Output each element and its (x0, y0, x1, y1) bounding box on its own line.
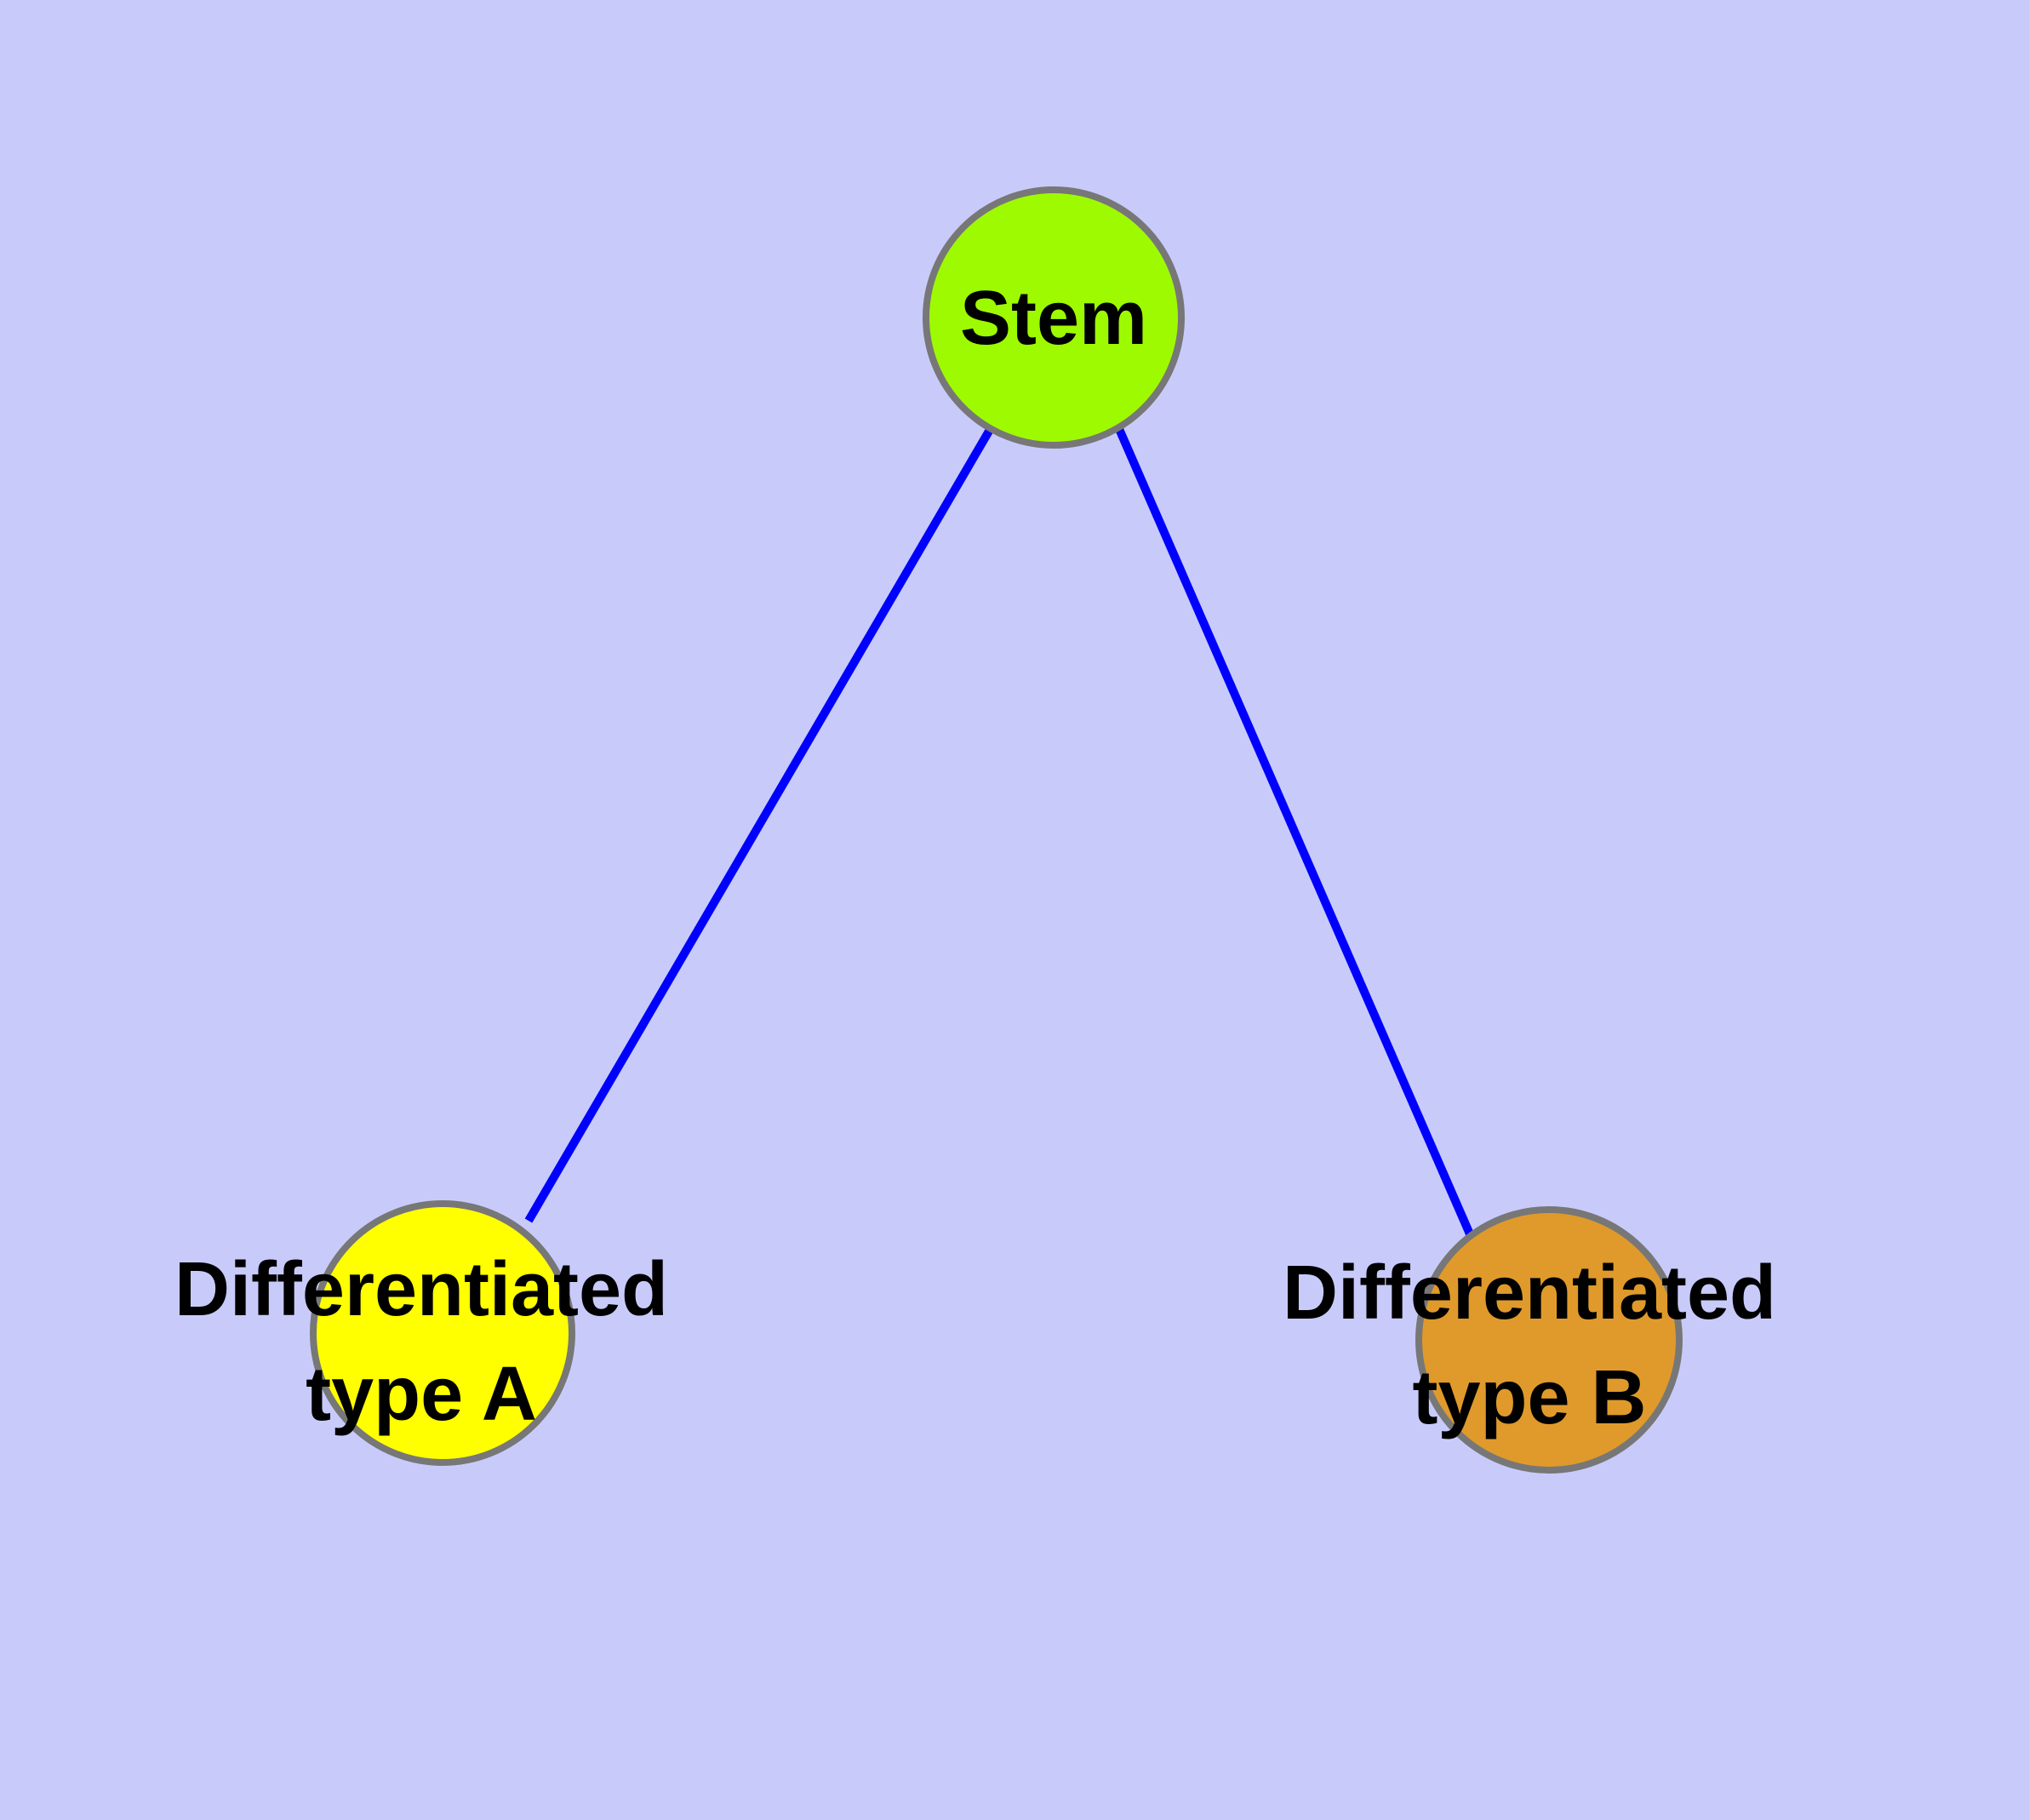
node-label-differentiated-type-b-line1: Differentiated (1283, 1251, 1776, 1336)
edge-stem-to-differentiated-type-b[interactable] (1115, 427, 1475, 1238)
node-label-differentiated-type-a-line2: type A (306, 1352, 537, 1437)
edge-stem-to-differentiated-type-a[interactable] (524, 426, 995, 1223)
node-label-stem: Stem (960, 276, 1147, 361)
edge-layer (524, 426, 1475, 1238)
label-layer: Stem Differentiated type A Differentiate… (174, 276, 1776, 1440)
node-differentiated-type-a[interactable] (310, 1200, 575, 1466)
node-differentiated-type-b[interactable] (1415, 1206, 1683, 1474)
node-label-differentiated-type-b-line2: type B (1412, 1355, 1646, 1440)
node-layer (310, 186, 1683, 1474)
node-stem[interactable] (923, 186, 1185, 449)
node-label-differentiated-type-a-line1: Differentiated (174, 1247, 668, 1332)
